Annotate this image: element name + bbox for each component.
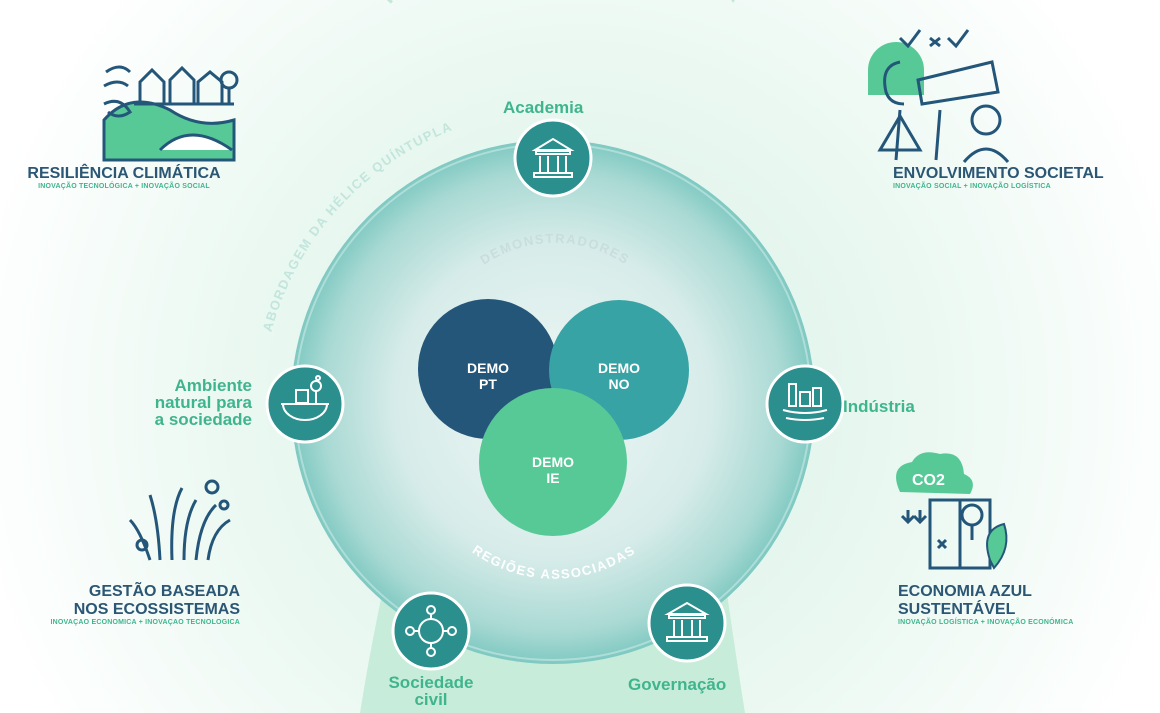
theme-envolvimento-subtitle: INOVAÇÃO SOCIAL + INOVAÇÃO LOGÍSTICA <box>893 183 1051 190</box>
theme-economia-title-line2: SUSTENTÁVEL <box>898 601 1016 618</box>
theme-resiliencia-title: RESILIÊNCIA CLIMÁTICA <box>27 165 221 182</box>
demo-pt-label: DEMO PT <box>467 360 509 392</box>
community-network-icon <box>405 605 457 657</box>
academia-badge <box>513 118 593 198</box>
pillar-sociedade-civil-label: Sociedade civil <box>388 673 474 709</box>
industria-badge <box>765 364 845 444</box>
demo-no-label: DEMO NO <box>598 360 640 392</box>
factory-icon <box>782 383 828 421</box>
theme-envolvimento: ENVOLVIMENTO SOCIETAL INOVAÇÃO SOCIAL + … <box>893 165 1155 190</box>
pillar-industria-label: Indústria <box>843 397 915 416</box>
demo-ie-label: DEMO IE <box>532 454 574 486</box>
economia-illustration <box>896 452 1008 570</box>
theme-gestao-title-line2: NOS ECOSSISTEMAS <box>73 601 240 618</box>
theme-gestao: GESTÃO BASEADA NOS ECOSSISTEMAS INOVAÇÃO… <box>0 583 241 626</box>
pillar-ambiente-label: Ambiente natural para a sociedade <box>154 376 252 429</box>
demo-ie-circle <box>479 388 627 536</box>
pillar-governacao-label: Governação <box>628 675 727 694</box>
theme-gestao-subtitle: INOVAÇÃO ECONÓMICA + INOVAÇÃO TECNOLÓGIC… <box>50 619 240 626</box>
theme-resiliencia-subtitle: INOVAÇÃO TECNOLÓGICA + INOVAÇÃO SOCIAL <box>38 183 210 190</box>
governacao-badge <box>647 583 727 663</box>
sociedade-civil-badge <box>391 591 471 671</box>
pillar-academia-label: Academia <box>503 98 584 117</box>
theme-economia-title-line1: ECONOMIA AZUL <box>898 583 1032 600</box>
envolvimento-illustration <box>868 29 1010 163</box>
gestao-illustration <box>128 479 231 561</box>
theme-gestao-title-line1: GESTÃO BASEADA <box>88 583 240 600</box>
government-building-icon <box>664 601 710 642</box>
ambiente-badge <box>265 364 345 444</box>
theme-envolvimento-title: ENVOLVIMENTO SOCIETAL <box>893 165 1104 182</box>
theme-economia-subtitle: INOVAÇÃO LOGÍSTICA + INOVAÇÃO ECONÓMICA <box>898 619 1074 626</box>
theme-resiliencia: RESILIÊNCIA CLIMÁTICA INOVAÇÃO TECNOLÓGI… <box>8 165 240 190</box>
theme-economia: ECONOMIA AZUL SUSTENTÁVEL INOVAÇÃO LOGÍS… <box>898 583 1148 626</box>
building-icon <box>531 137 575 178</box>
earth-nature-icon <box>281 375 329 421</box>
resiliencia-illustration <box>102 65 239 162</box>
co2-cloud-label: CO2 <box>912 472 945 489</box>
